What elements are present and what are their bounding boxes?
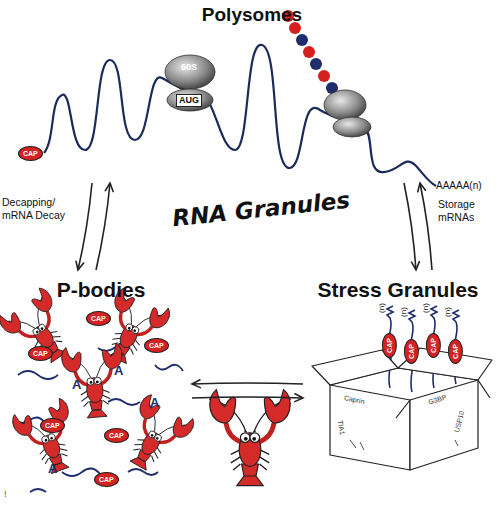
- arrow-head: [295, 394, 303, 402]
- arrow-shaft: [96, 183, 110, 270]
- mrna-fragment: [128, 469, 158, 475]
- cap-marker: CAP: [104, 428, 129, 443]
- cap-marker: CAP: [404, 339, 419, 364]
- pbody-group: P-bodies: [10, 270, 192, 495]
- arrow-shaft: [420, 183, 432, 270]
- large-subunit: [324, 90, 366, 120]
- polya-letter: A: [48, 462, 57, 475]
- large-subunit: [165, 55, 215, 89]
- cap-marker: CAP: [40, 418, 65, 433]
- amino-bead: [296, 34, 308, 46]
- small-subunit: [167, 89, 213, 111]
- transition-arrow: [404, 183, 419, 270]
- transition-arrow: [192, 394, 303, 402]
- mrna-fragments: [14, 345, 183, 492]
- arrow-head: [412, 262, 420, 270]
- transition-arrow: [76, 183, 92, 270]
- cap-marker: CAP: [448, 339, 463, 364]
- cap-marker: CAP: [144, 338, 169, 353]
- polya-count: (n): [400, 307, 408, 317]
- mrna-fragment: [108, 399, 140, 405]
- cap-marker: CAP: [28, 346, 53, 361]
- arrow-shaft: [192, 397, 303, 398]
- box-front: [330, 385, 410, 470]
- edge-label: Storage mRNAs: [438, 198, 500, 224]
- cap-marker: CAP: [18, 146, 43, 161]
- polya-count: (n): [422, 303, 430, 313]
- node-heading: P-bodies: [10, 278, 192, 302]
- box-marks: [350, 440, 458, 450]
- edge-label: Decapping/ mRNA Decay: [2, 196, 74, 222]
- arrow-head: [192, 380, 200, 388]
- subunit-label: 60S: [181, 63, 197, 72]
- arrow-shaft: [404, 183, 416, 270]
- polya-letter: A: [72, 378, 81, 391]
- mrna-fragment: [18, 371, 58, 379]
- polya-letter: A: [150, 396, 159, 409]
- amino-bead: [310, 58, 322, 70]
- node-heading: Stress Granules: [303, 278, 493, 302]
- mrna-strand: [44, 45, 436, 186]
- cap-marker: CAP: [382, 333, 397, 358]
- center-title: RNA Granules: [171, 189, 351, 231]
- polysome-group: Polysomes: [20, 0, 484, 183]
- amino-bead: [318, 70, 330, 82]
- arrow-head: [76, 261, 84, 270]
- storage-box: [312, 348, 492, 470]
- mrna-fragment: [155, 365, 183, 371]
- polya-count: (n): [444, 307, 452, 317]
- cap-marker: CAP: [86, 311, 111, 326]
- box-flap-edge: [396, 380, 490, 418]
- lobster: [10, 397, 88, 481]
- transition-arrow: [96, 183, 113, 270]
- small-subunit: [333, 117, 371, 137]
- transition-arrow: [192, 380, 303, 388]
- arrow-shaft: [192, 383, 303, 384]
- arrow-head: [418, 183, 426, 192]
- arrow-shaft: [78, 183, 92, 270]
- polya-letter: A: [114, 364, 123, 377]
- codon-label: AUG: [176, 94, 202, 107]
- mrna-fragment: [62, 468, 100, 476]
- stress-granule-group: Stress Granules: [303, 270, 493, 485]
- arrow-head: [105, 183, 113, 191]
- mrna-fragment: [30, 489, 46, 492]
- stray-mark: !: [4, 490, 7, 499]
- polya-tail: AAAAA(n): [436, 181, 482, 191]
- transition-arrow: [418, 183, 432, 270]
- node-heading: Polysomes: [20, 4, 484, 26]
- box-side: [410, 380, 478, 470]
- cap-marker: CAP: [94, 472, 119, 487]
- polya-count: (n): [378, 303, 386, 313]
- lobster: [60, 343, 127, 420]
- amino-bead: [303, 46, 315, 58]
- worried-brows: [244, 431, 256, 432]
- sad-lobster: [209, 390, 291, 486]
- cap-marker: CAP: [426, 333, 441, 358]
